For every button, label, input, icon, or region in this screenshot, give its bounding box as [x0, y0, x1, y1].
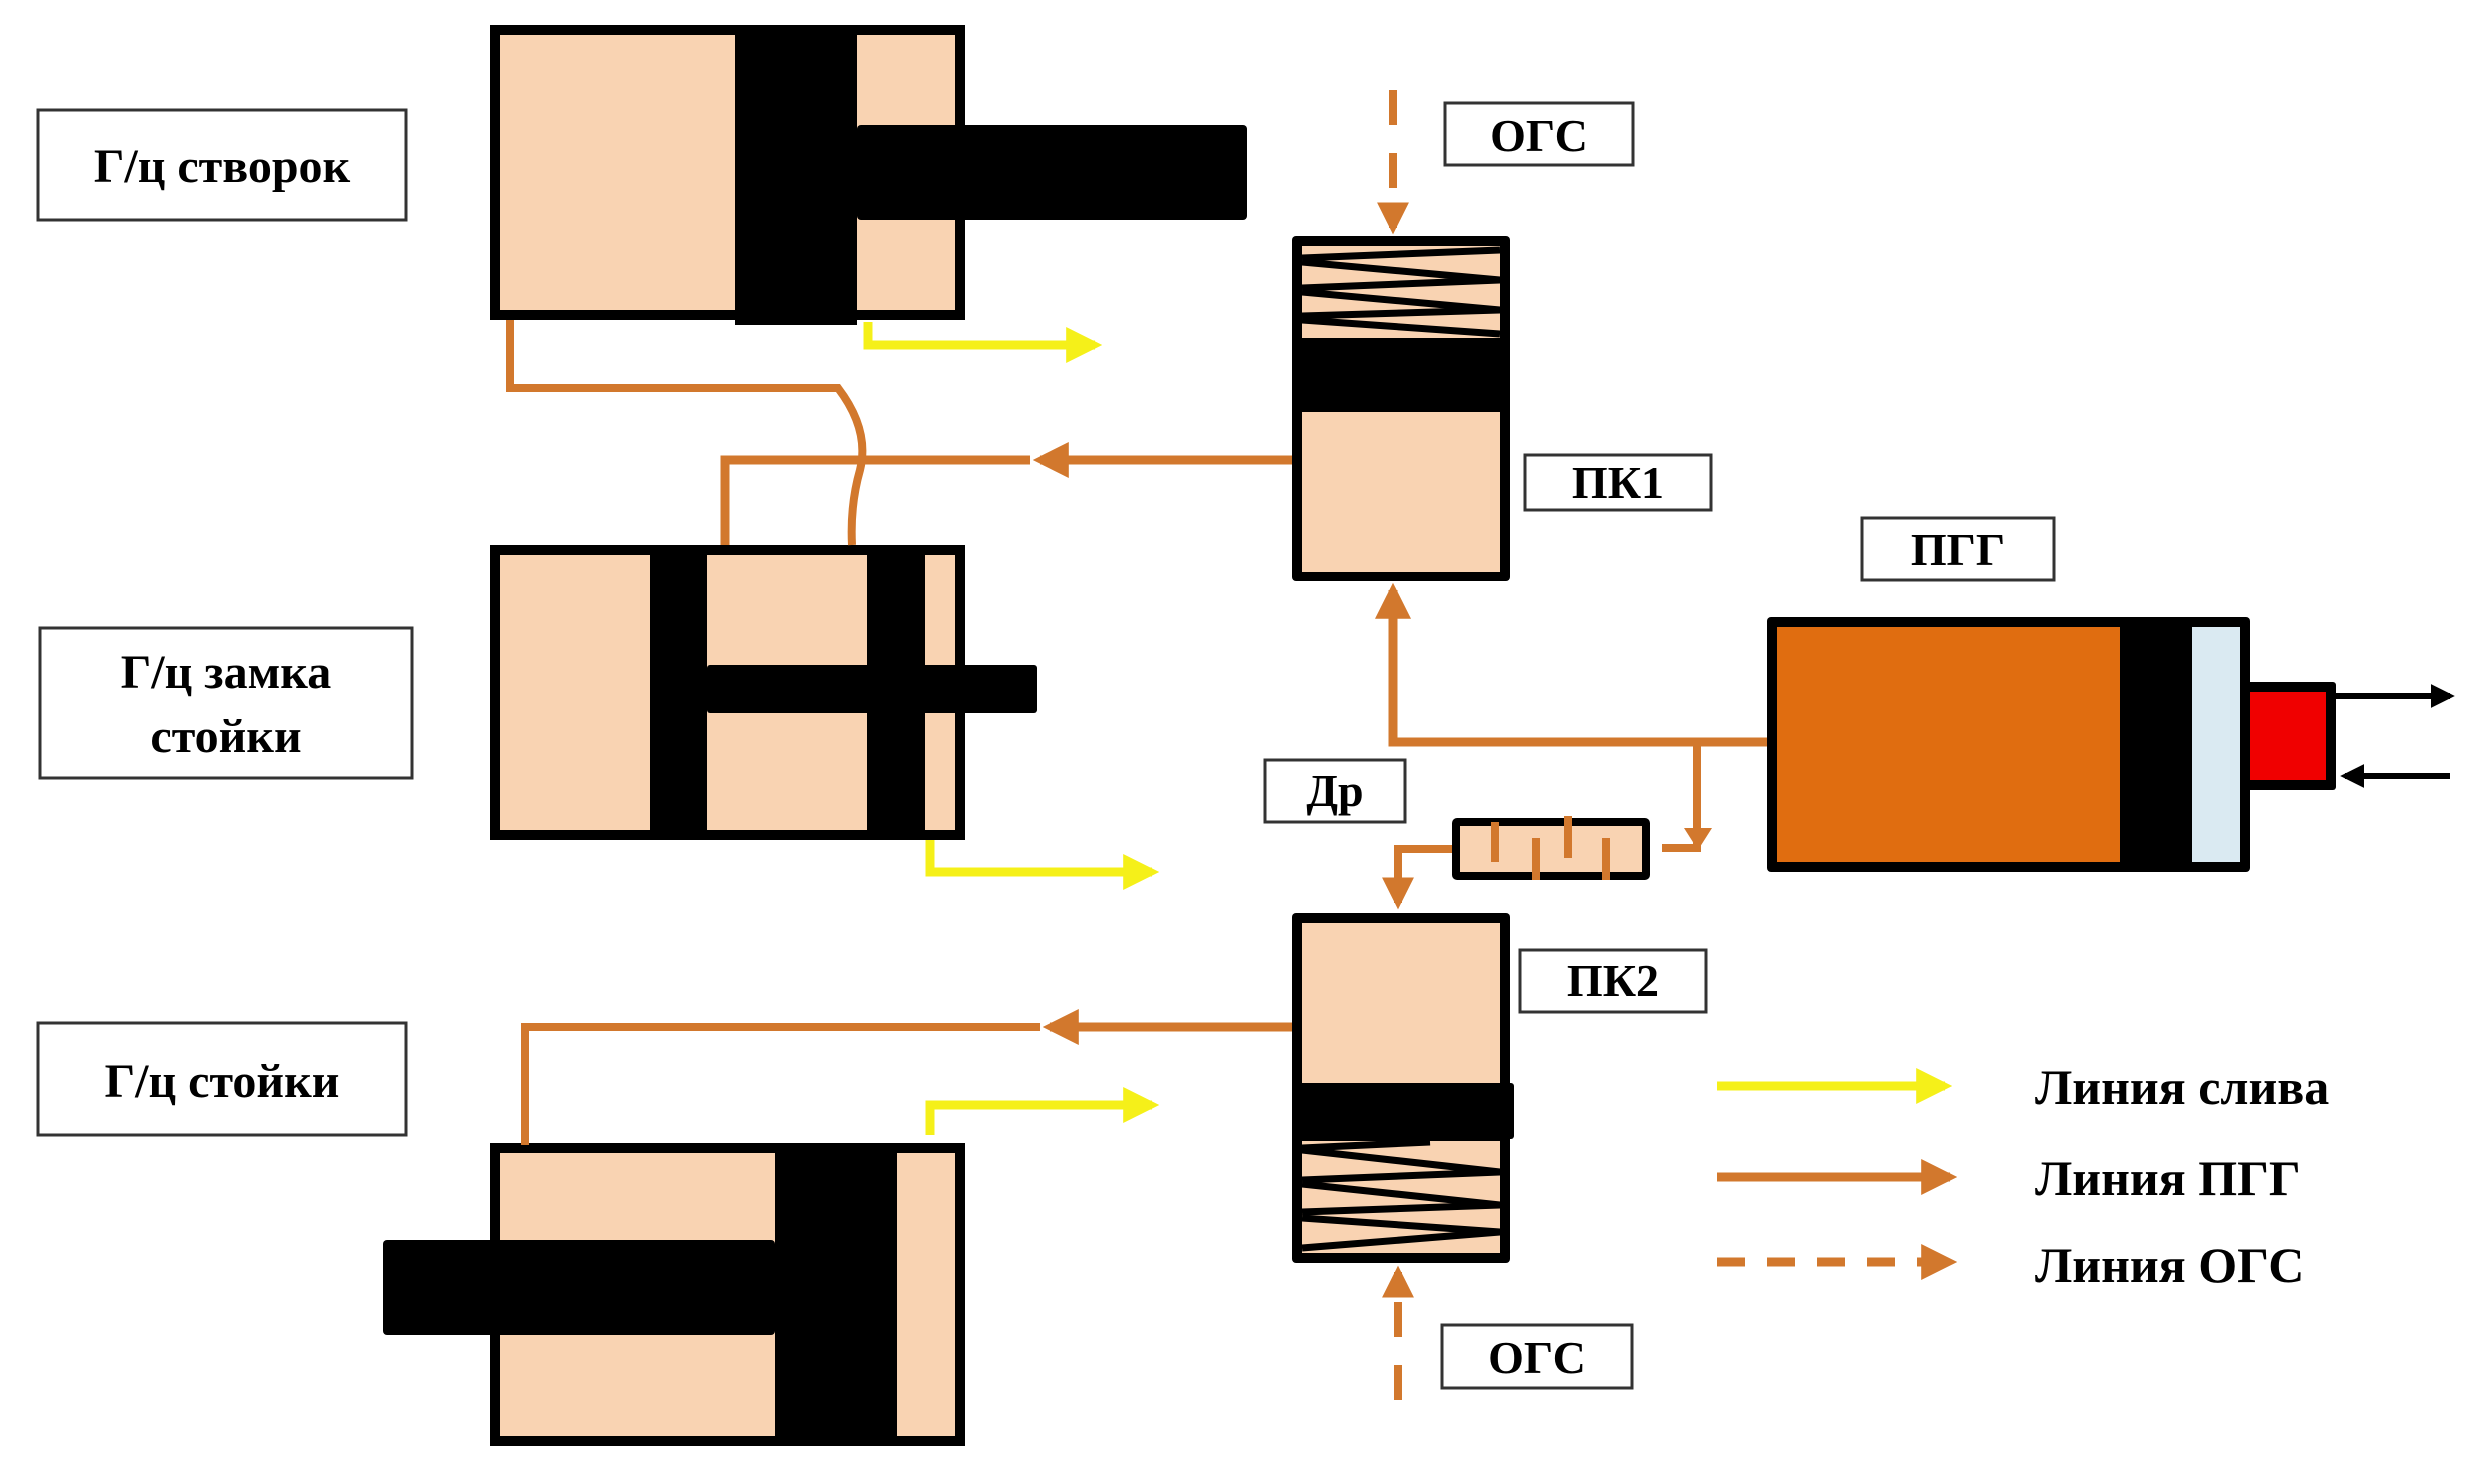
valve1-pressure-chamber — [1302, 412, 1500, 572]
legend-item-pgg: Линия ПГГ — [1717, 1150, 2301, 1206]
lock-cylinder-feed-line — [720, 455, 1030, 545]
throttle — [1452, 816, 1650, 880]
valve1-label: ПК1 — [1572, 457, 1664, 508]
flap-cylinder-chamber-left — [500, 35, 735, 310]
strut-cylinder-label-box: Г/ц стойки — [36, 1021, 408, 1137]
pgg-charge — [1777, 627, 2120, 862]
valve2-pressure-chamber — [1302, 923, 1500, 1083]
lock-cylinder-rod — [707, 665, 1037, 713]
throttle-baffles-icon — [1491, 816, 1610, 880]
strut-cylinder-rod — [383, 1240, 775, 1335]
pgg-igniter-core — [2250, 692, 2326, 780]
valve1-spool — [1302, 338, 1500, 410]
legend-pgg-label: Линия ПГГ — [2035, 1150, 2301, 1206]
legend-ogs-label: Линия ОГС — [2035, 1237, 2304, 1293]
valve1-spring-icon — [1301, 246, 1501, 338]
throttle-label: Др — [1306, 765, 1363, 816]
flap-cylinder-piston — [735, 25, 857, 325]
lock-cylinder-label-line1: Г/ц замка — [121, 646, 331, 699]
throttle-inlet-arrow-icon — [1684, 828, 1712, 850]
legend-drain-label: Линия слива — [2035, 1059, 2329, 1115]
flap-to-lock-line — [506, 320, 867, 546]
lock-cylinder-chamber-left — [500, 555, 650, 830]
pgg-label: ПГГ — [1911, 524, 2005, 575]
legend-item-ogs: Линия ОГС — [1717, 1237, 2304, 1293]
pgg — [1767, 617, 2455, 872]
lock-cylinder-label-line2: стойки — [150, 710, 301, 763]
strut-cylinder — [383, 1143, 965, 1446]
flap-cylinder-label: Г/ц створок — [94, 140, 351, 193]
valve2-label-box: ПК2 — [1518, 948, 1708, 1014]
throttle-label-box: Др — [1263, 758, 1407, 824]
lock-cylinder — [490, 545, 1037, 840]
valve2-spring-icon — [1301, 1138, 1501, 1252]
strut-cylinder-label: Г/ц стойки — [105, 1055, 340, 1108]
ogs-top-label-box: ОГС — [1443, 101, 1635, 167]
strut-cylinder-drain-line — [925, 1087, 1160, 1135]
legend-item-drain: Линия слива — [1717, 1059, 2329, 1115]
throttle-chamber — [1460, 826, 1642, 872]
valve2-spool — [1292, 1083, 1514, 1139]
pgg-label-box: ПГГ — [1860, 516, 2056, 582]
flap-cylinder — [490, 25, 1247, 325]
flap-cylinder-rod — [857, 125, 1247, 220]
strut-cylinder-feed-line — [521, 1023, 1040, 1145]
valve2-label: ПК2 — [1567, 955, 1659, 1006]
strut-cylinder-chamber-right — [897, 1153, 955, 1436]
throttle-line-to-valve2 — [1382, 845, 1452, 910]
ogs-bottom-label: ОГС — [1488, 1332, 1586, 1383]
valve1-label-box: ПК1 — [1523, 453, 1713, 512]
legend: Линия слива Линия ПГГ Линия ОГС — [1717, 1059, 2329, 1293]
lock-cylinder-label-box: Г/ц замка стойки — [38, 626, 414, 780]
ogs-bottom-label-box: ОГС — [1440, 1323, 1634, 1390]
pgg-cap — [2192, 627, 2240, 862]
flap-cylinder-label-box: Г/ц створок — [36, 108, 408, 222]
flap-cylinder-drain-line — [863, 322, 1103, 363]
ogs-top-label: ОГС — [1490, 110, 1588, 161]
valve2 — [1292, 913, 1514, 1263]
lock-cylinder-drain-line — [925, 840, 1160, 890]
pgg-line-to-valve1 — [1375, 582, 1767, 747]
valve1 — [1292, 236, 1510, 581]
